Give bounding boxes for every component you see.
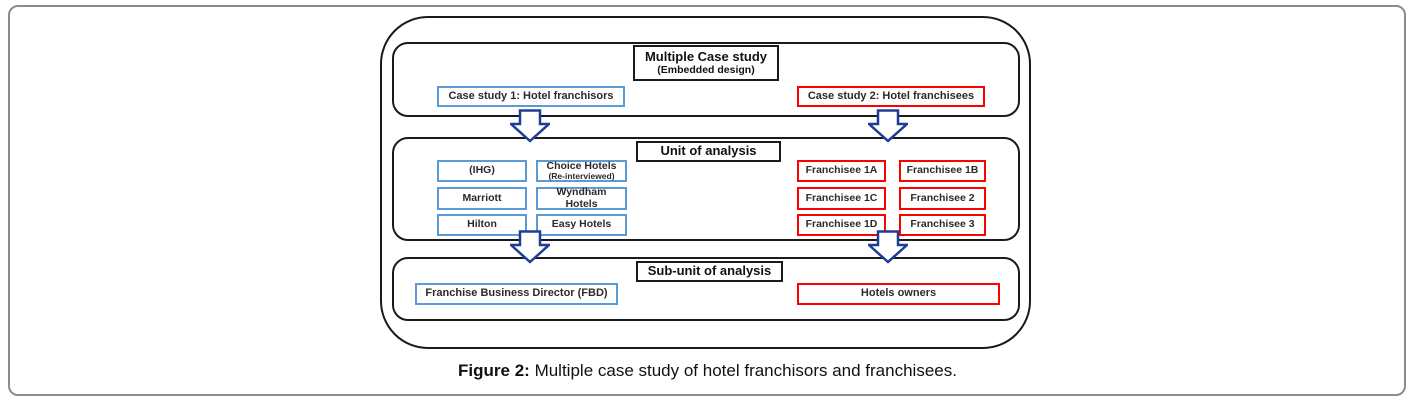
franchisee-label: Franchisee 3 xyxy=(910,218,975,231)
franchisor-box-wyndham-hotels: Wyndham Hotels xyxy=(536,187,627,210)
franchisee-label: Franchisee 1A xyxy=(805,164,878,177)
hotels-owners-label: Hotels owners xyxy=(860,287,937,300)
down-arrow-icon xyxy=(510,109,550,143)
franchisee-box-1c: Franchisee 1C xyxy=(797,187,886,210)
franchise-business-director-box: Franchise Business Director (FBD) xyxy=(415,283,618,305)
franchisee-box-1b: Franchisee 1B xyxy=(899,160,986,182)
franchisor-box-marriott: Marriott xyxy=(437,187,527,210)
down-arrow-icon xyxy=(868,230,908,264)
subunit-of-analysis-title: Sub-unit of analysis xyxy=(647,263,772,279)
franchisor-sublabel: Hotels xyxy=(565,197,598,210)
figure-caption: Figure 2: Multiple case study of hotel f… xyxy=(0,361,1415,381)
case-study-1-box: Case study 1: Hotel franchisors xyxy=(437,86,625,107)
down-arrow-icon xyxy=(868,109,908,143)
franchisor-box-hilton: Hilton xyxy=(437,214,527,236)
franchisor-label: Hilton xyxy=(467,218,497,231)
unit-of-analysis-title-box: Unit of analysis xyxy=(636,141,781,162)
franchisee-box-3: Franchisee 3 xyxy=(899,214,986,236)
franchise-business-director-label: Franchise Business Director (FBD) xyxy=(425,287,608,300)
figure-caption-label: Figure 2: xyxy=(458,361,530,380)
figure-caption-text: Multiple case study of hotel franchisors… xyxy=(529,361,957,380)
franchisor-box-choice-hotels: Choice Hotels (Re-interviewed) xyxy=(536,160,627,182)
franchisor-label: Wyndham xyxy=(556,186,607,199)
embedded-design-subtitle: (Embedded design) xyxy=(657,64,755,77)
franchisor-label: (IHG) xyxy=(469,164,495,177)
franchisee-box-2: Franchisee 2 xyxy=(899,187,986,210)
subunit-of-analysis-title-box: Sub-unit of analysis xyxy=(636,261,783,282)
franchisee-label: Franchisee 2 xyxy=(910,191,975,204)
franchisee-box-1d: Franchisee 1D xyxy=(797,214,886,236)
multiple-case-study-title: Multiple Case study xyxy=(644,48,768,64)
unit-of-analysis-title: Unit of analysis xyxy=(660,143,757,159)
multiple-case-study-title-box: Multiple Case study (Embedded design) xyxy=(633,45,779,81)
hotels-owners-box: Hotels owners xyxy=(797,283,1000,305)
franchisor-box-easy-hotels: Easy Hotels xyxy=(536,214,627,236)
franchisor-label: Choice Hotels xyxy=(546,160,617,173)
case-study-1-label: Case study 1: Hotel franchisors xyxy=(448,89,614,102)
down-arrow-icon xyxy=(510,230,550,264)
franchisor-box-ihg: (IHG) xyxy=(437,160,527,182)
franchisor-label: Marriott xyxy=(462,191,502,204)
franchisee-label: Franchisee 1C xyxy=(805,191,878,204)
case-study-2-box: Case study 2: Hotel franchisees xyxy=(797,86,985,107)
franchisor-label: Easy Hotels xyxy=(551,218,612,231)
franchisee-box-1a: Franchisee 1A xyxy=(797,160,886,182)
franchisee-label: Franchisee 1B xyxy=(906,164,979,177)
case-study-2-label: Case study 2: Hotel franchisees xyxy=(807,89,975,102)
franchisee-label: Franchisee 1D xyxy=(805,218,878,231)
franchisor-sublabel: (Re-interviewed) xyxy=(548,171,615,182)
